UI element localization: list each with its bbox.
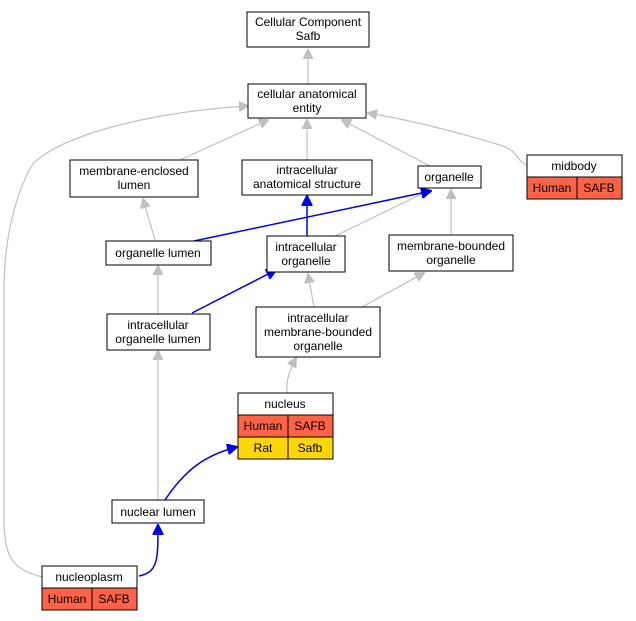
gene-label: Safb [298,441,323,455]
edge-mel-to-cae [179,120,268,161]
node-label-line: lumen [118,178,151,192]
node-label-line: organelle [293,339,343,353]
node-membrane-enclosed-lumen[interactable]: membrane-enclosed lumen [69,159,199,198]
node-cellular-anatomical-entity[interactable]: cellular anatomical entity [247,83,367,119]
node-intracellular-organelle-lumen[interactable]: intracellular organelle lumen [106,313,211,351]
node-label-line: intracellular [127,318,188,332]
edge-midbody-to-cae [368,113,528,166]
edge-blue-nucleoplasm-to-nuclear-lumen [138,525,158,577]
node-label-line: organelle [281,254,331,268]
node-label-line: intracellular [287,311,348,325]
edge-blue-iol-to-io [191,270,276,314]
node-label-line: organelle [426,253,476,267]
node-membrane-bounded-organelle[interactable]: membrane-bounded organelle [388,234,514,272]
species-label: Rat [254,441,273,455]
edge-nucleus-to-imbo [286,358,296,394]
node-label-line: Safb [296,29,321,43]
node-nuclear-lumen[interactable]: nuclear lumen [111,499,205,524]
edge-organelle-to-cae [342,120,431,167]
node-label-line: midbody [551,159,596,173]
edge-imbo-to-mbo [361,273,424,308]
node-label-line: entity [293,101,322,115]
gene-label: SAFB [583,181,614,195]
edge-blue-nuclear-lumen-to-nucleus [164,447,237,501]
node-nucleoplasm[interactable]: nucleoplasm Human SAFB [41,565,138,611]
node-label-line: organelle [424,170,474,184]
node-label-line: organelle lumen [115,332,200,346]
node-label-line: membrane-bounded [264,325,372,339]
gene-cell-rat [287,436,334,460]
edge-io-to-organelle [334,190,430,237]
node-label-line: cellular anatomical [257,87,356,101]
node-organelle[interactable]: organelle [417,165,482,189]
node-intracellular-membrane-bounded-organelle[interactable]: intracellular membrane-bounded organelle [255,306,381,358]
node-label-line: nucleus [264,397,305,411]
node-intracellular-anatomical-structure[interactable]: intracellular anatomical structure [241,159,373,196]
edges-gray [3,50,528,578]
species-label: Human [533,181,572,195]
node-intracellular-organelle[interactable]: intracellular organelle [266,235,346,273]
gene-cell-human [91,587,138,611]
node-organelle-lumen[interactable]: organelle lumen [105,240,212,266]
gene-cell-human [576,176,623,200]
node-label-line: nuclear lumen [120,505,195,519]
node-nucleus[interactable]: nucleus Human SAFB Rat Safb [237,392,334,460]
species-label: Human [48,592,87,606]
node-midbody[interactable]: midbody Human SAFB [526,154,623,200]
node-cellular-component[interactable]: Cellular Component Safb [246,11,370,48]
edges-blue [138,191,431,577]
edge-imbo-to-io [308,274,315,308]
node-label-line: intracellular [276,163,337,177]
node-label-line: intracellular [275,240,336,254]
edge-nucleoplasm-to-cae [3,106,248,578]
node-label-line: anatomical structure [253,177,361,191]
edge-blue-organelle-lumen-to-organelle [193,191,431,242]
node-label-line: nucleoplasm [55,570,122,584]
node-label-line: membrane-bounded [397,239,505,253]
species-label: Human [244,419,283,433]
gene-label: SAFB [98,592,129,606]
node-label-line: Cellular Component [255,15,362,29]
node-label-line: organelle lumen [115,246,200,260]
node-label-line: membrane-enclosed [79,164,188,178]
gene-label: SAFB [294,419,325,433]
edge-organelle-lumen-to-mel [143,199,156,241]
